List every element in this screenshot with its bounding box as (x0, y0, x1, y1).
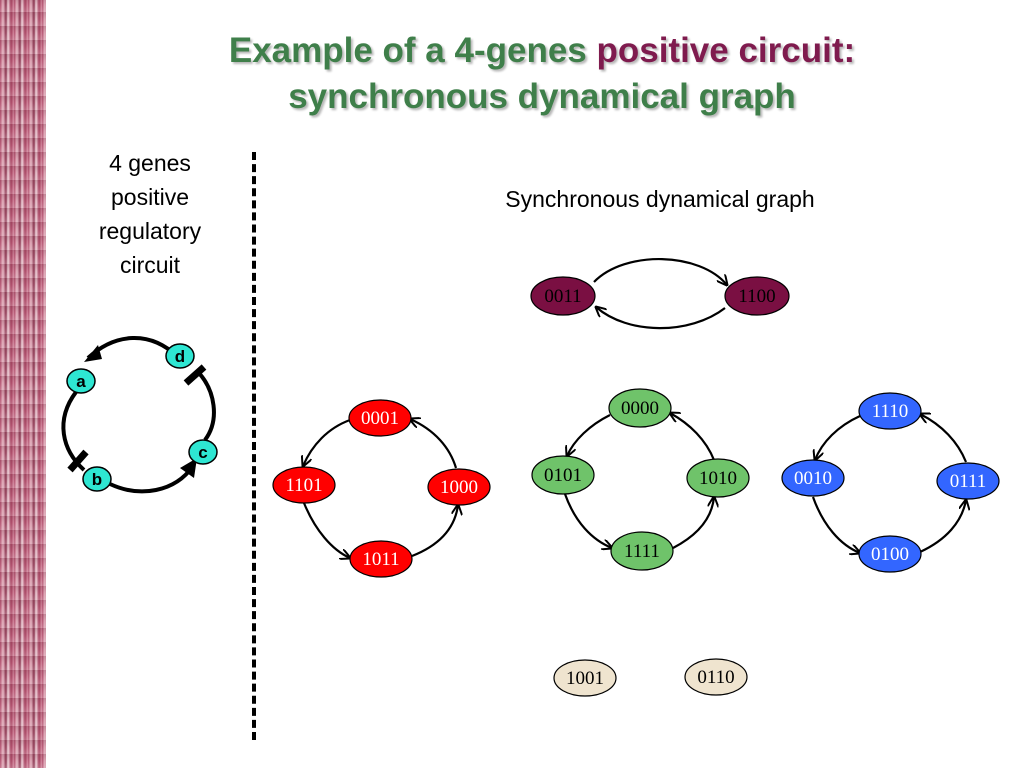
gene-label-a: a (76, 372, 86, 391)
gene-label-d: d (175, 347, 185, 366)
state-label-0010: 0010 (794, 468, 832, 489)
state-label-0110: 0110 (697, 667, 734, 688)
state-label-0001: 0001 (361, 408, 399, 429)
title-part-1: Example of a 4-genes (228, 31, 597, 70)
edge-b-to-c (109, 464, 195, 494)
state-node-0100: 0100 (858, 535, 922, 573)
edge-0000-to-0101 (567, 414, 611, 456)
edge-1000-to-0001 (410, 419, 458, 469)
state-label-1010: 1010 (699, 468, 737, 489)
edge-1100-to-0011 (596, 307, 726, 330)
state-node-1010: 1010 (686, 458, 750, 498)
title-part-2: positive circuit: (596, 31, 856, 70)
state-label-1110: 1110 (872, 401, 909, 422)
edge-1111-to-1010 (672, 497, 714, 549)
fixed-point-0110: 0110 (684, 658, 748, 696)
decorative-side-strip (0, 0, 46, 768)
circuit-caption: 4 genes positive regulatory circuit (98, 150, 202, 278)
edge-c-to-d (196, 370, 216, 442)
cycle-purple: 0011 1100 (530, 258, 790, 330)
state-label-1111: 1111 (624, 541, 660, 562)
cycle-blue: 1110 0010 0111 0100 (781, 392, 1000, 573)
state-node-1100: 1100 (724, 276, 790, 316)
cycle-red: 0001 1101 1000 1011 (272, 399, 491, 578)
cycle-green: 0000 0101 1010 1111 (531, 388, 750, 571)
inhibition-bar-b (67, 449, 89, 473)
state-node-0010: 0010 (781, 459, 845, 497)
slide-title: Example of a 4-genes positive circuit: s… (60, 28, 1024, 120)
state-label-1000: 1000 (440, 477, 478, 498)
state-label-0011: 0011 (544, 286, 581, 307)
state-node-1101: 1101 (272, 466, 336, 504)
state-node-1111: 1111 (610, 531, 674, 571)
inhibition-bar-d (183, 364, 207, 386)
state-label-0000: 0000 (621, 398, 659, 419)
dashed-divider (252, 152, 256, 740)
gene-node-a: a (66, 368, 96, 394)
edge-1010-to-0000 (670, 413, 716, 461)
state-label-0111: 0111 (950, 471, 987, 492)
state-label-0100: 0100 (871, 544, 909, 565)
graph-caption: Synchronous dynamical graph (505, 186, 815, 212)
state-node-0001: 0001 (348, 399, 412, 437)
edge-0100-to-0111 (919, 500, 966, 553)
state-label-1101: 1101 (285, 475, 322, 496)
state-label-0101: 0101 (544, 465, 582, 486)
state-node-0111: 0111 (936, 462, 1000, 500)
edge-1110-to-0010 (815, 414, 861, 460)
state-node-0000: 0000 (608, 388, 672, 428)
edge-d-to-a (86, 336, 180, 360)
state-label-1001: 1001 (566, 668, 604, 689)
gene-label-b: b (92, 470, 102, 489)
edge-0101-to-1111 (563, 493, 612, 548)
state-label-1011: 1011 (362, 549, 399, 570)
fixed-point-1001: 1001 (553, 659, 617, 697)
title-line-1: Example of a 4-genes positive circuit: (60, 28, 1024, 74)
gene-node-d: d (165, 343, 195, 369)
state-node-1011: 1011 (349, 540, 413, 578)
edge-0011-to-1100 (593, 258, 727, 285)
title-line-2: synchronous dynamical graph (288, 77, 796, 116)
edge-0111-to-1110 (920, 414, 968, 463)
state-node-0011: 0011 (530, 276, 596, 316)
arrowhead-c (180, 458, 197, 478)
gene-node-b: b (82, 466, 112, 492)
gene-node-c: c (188, 439, 218, 465)
gene-label-c: c (198, 443, 207, 462)
edge-1011-to-1000 (411, 505, 458, 558)
regulatory-circuit: a b c d (61, 336, 218, 494)
state-node-1110: 1110 (858, 392, 922, 430)
edge-1101-to-1011 (302, 502, 350, 558)
edge-0001-to-1101 (303, 418, 351, 466)
arrowhead-a (84, 345, 102, 362)
state-node-1000: 1000 (427, 468, 491, 506)
state-node-0101: 0101 (531, 455, 595, 495)
state-label-1100: 1100 (738, 286, 775, 307)
edge-0010-to-0100 (811, 496, 860, 553)
